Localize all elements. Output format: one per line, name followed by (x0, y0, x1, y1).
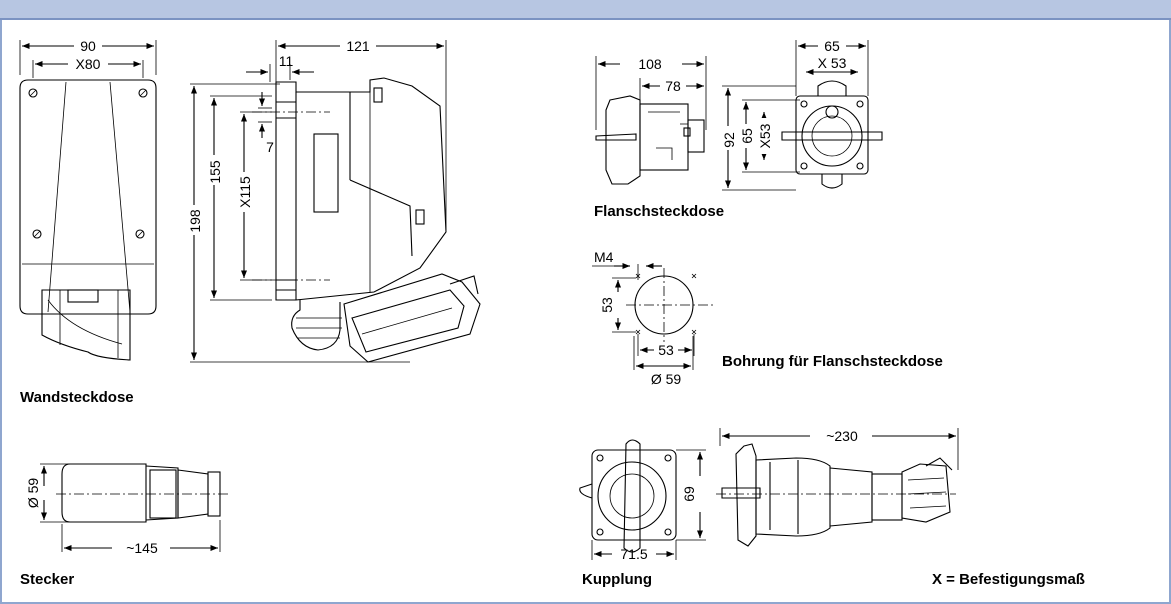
title-flanschsteckdose: Flanschsteckdose (594, 203, 724, 220)
dim-m4: M4 (594, 249, 614, 265)
title-bohrung: Bohrung für Flanschsteckdose (722, 353, 943, 370)
dim-78: 78 (665, 78, 681, 94)
coupler-side-view: ~230 (716, 428, 959, 547)
dim-145: ~145 (126, 540, 158, 556)
dim-121: 121 (346, 38, 370, 54)
dim-92: 92 (721, 132, 737, 148)
wall-socket-front-view: 90 X80 (19, 38, 157, 361)
dim-53-vertical: 53 (599, 297, 615, 313)
coupler-front-view: 69 71.5 (579, 439, 706, 562)
hole-pattern-drawing: M4 53 53 Ø 59 (592, 249, 716, 387)
dim-155: 155 (207, 160, 223, 184)
header-bar (0, 0, 1171, 20)
wall-socket-side-view: 198 155 X115 11 7 121 (184, 38, 481, 363)
dim-108: 108 (638, 56, 662, 72)
title-wandsteckdose: Wandsteckdose (20, 389, 134, 406)
dim-x53-vertical: X53 (757, 123, 773, 148)
dim-7: 7 (266, 139, 274, 155)
flange-socket-front-view: 65 X 53 92 65 X53 (718, 38, 883, 191)
dim-69: 69 (681, 486, 697, 502)
dim-11: 11 (279, 53, 294, 69)
flange-socket-side-view: 108 78 (595, 56, 707, 185)
title-kupplung: Kupplung (582, 571, 652, 588)
dim-x53: X 53 (818, 55, 847, 71)
dim-hole-diameter: Ø 59 (651, 371, 682, 387)
dim-65: 65 (824, 38, 840, 54)
dim-198: 198 (187, 209, 203, 233)
dim-71-5: 71.5 (620, 546, 647, 562)
plug-drawing: Ø 59 ~145 (25, 463, 228, 556)
dim-90: 90 (80, 38, 96, 54)
dim-plug-diameter: Ø 59 (25, 478, 41, 509)
dim-53-horizontal: 53 (658, 342, 674, 358)
dim-230: ~230 (826, 428, 858, 444)
title-stecker: Stecker (20, 571, 74, 588)
dim-x115: X115 (237, 176, 253, 208)
dim-65-vertical: 65 (739, 128, 755, 144)
dim-x80: X80 (76, 56, 101, 72)
legend-befestigungsmass: X = Befestigungsmaß (932, 571, 1085, 588)
